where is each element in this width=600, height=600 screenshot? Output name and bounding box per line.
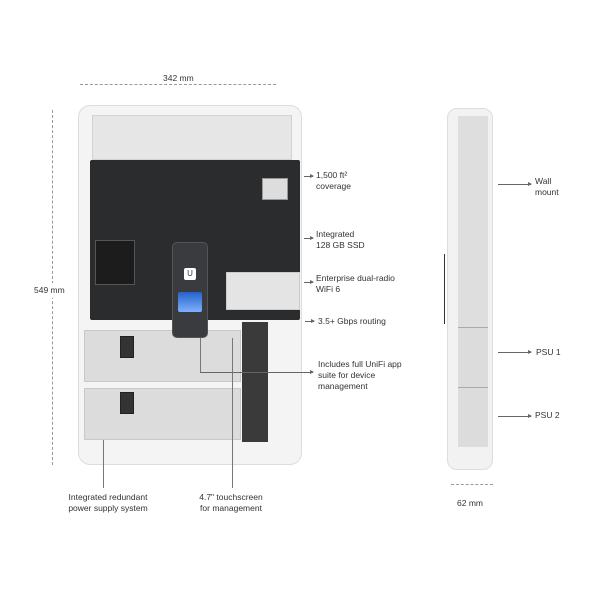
callout-text: Integrated redundant [68,492,148,502]
callout-text: coverage [316,181,351,191]
right-rail [242,322,268,442]
ports-block [262,178,288,200]
touchscreen-display [178,292,202,312]
callout-text: Integrated [316,229,355,239]
callout-arrow [498,350,532,354]
callout-arrow [304,280,314,284]
callout-text: Includes full UniFi app [318,359,402,369]
callout-arrow [305,319,315,323]
power-module [95,240,135,285]
side-psu-1 [458,327,488,387]
touchscreen-module [172,242,208,338]
ssd-module [226,272,300,310]
callout-text: PSU 2 [535,410,560,420]
leader-line [103,440,104,488]
callout-arrow [304,236,314,240]
callout-text: WiFi 6 [316,284,341,294]
callout-arrow [200,370,314,374]
callout-text: PSU 1 [536,347,561,357]
callout-text: 1,500 ft² [316,170,348,180]
psu-1-handle [120,336,134,358]
side-psu-2 [458,387,488,447]
top-vent-panel [92,115,292,160]
callout-text: for management [200,503,262,513]
callout-text: Wall [535,176,552,186]
callout-text: suite for device [318,370,376,380]
callout-arrow [498,182,532,186]
psu-2-front [84,388,241,440]
callout-text: 4.7" touchscreen [199,492,263,502]
leader-line [232,338,233,488]
callout-text: 3.5+ Gbps routing [318,316,386,326]
callout-text: mount [535,187,559,197]
callout-psu-1: PSU 1 [536,347,561,358]
callout-psu-2: PSU 2 [535,410,560,421]
depth-dimension-line [451,484,493,485]
callout-text: power supply system [68,503,148,513]
leader-line [200,338,201,372]
callout-arrow [498,414,532,418]
unifi-logo: U [184,268,196,280]
width-dimension-line [80,84,276,85]
height-label: 549 mm [34,283,65,298]
callout-arrow [304,174,314,178]
side-wall-mount [458,116,488,330]
psu-1-front [84,330,241,382]
width-label: 342 mm [160,73,197,84]
callout-text: management [318,381,368,391]
psu-2-handle [120,392,134,414]
callout-text: 128 GB SSD [316,240,365,250]
depth-label: 62 mm [457,498,483,508]
side-slot [444,254,445,324]
callout-routing: 3.5+ Gbps routing [318,316,386,327]
callout-text: Enterprise dual-radio [316,273,395,283]
